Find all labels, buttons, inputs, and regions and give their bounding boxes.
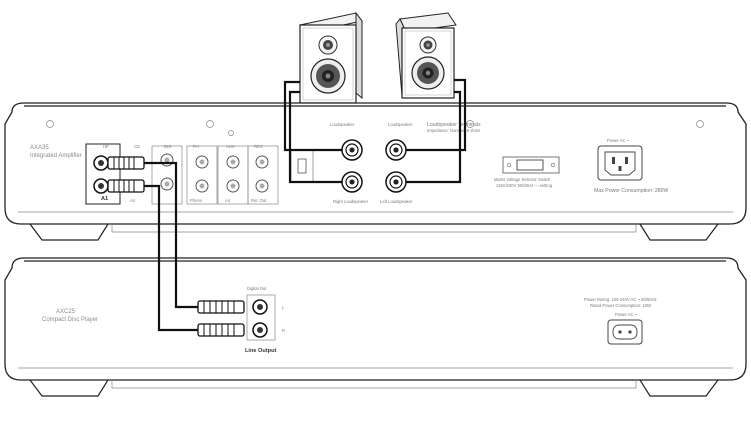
speaker-terminals-subtitle: Impedance: Nominal 8 ohms (427, 128, 480, 133)
amp-label-aux: AUX (226, 144, 235, 149)
amp-power-inlet: Power AC ~ Max Power Consumption: 280W (594, 138, 668, 194)
left-speaker (299, 11, 363, 104)
interconnect-left-cable (144, 161, 198, 309)
svg-text:Loudspeaker: Loudspeaker (330, 122, 355, 127)
cd-channel-r: R (282, 328, 285, 333)
cd-line-output-label: Line Output (245, 348, 277, 354)
left-speaker-cable-a (283, 80, 342, 152)
amp-label-ph: PH (193, 144, 199, 149)
amp-label-dig: DIG (164, 144, 171, 149)
amp-input-recout-label: Rec Out (251, 198, 267, 203)
cd-rca-sockets (252, 299, 268, 338)
amp-input-a1-label: A1 (101, 196, 108, 202)
right-loudspeaker-label: Right Loudspeaker (333, 199, 369, 204)
cd-power-inlet (607, 319, 643, 345)
cd-power-rating: Power Rating: 100-240V AC ~ 50/60Hz (584, 297, 657, 302)
amplifier-model: AXA35 (30, 145, 49, 151)
left-loudspeaker-label: Left Loudspeaker (380, 199, 413, 204)
amplifier-name: Integrated Amplifier (30, 153, 82, 159)
right-speaker-cable-b (406, 90, 462, 184)
cd-output-top-label: Digital Out (247, 286, 267, 291)
amplifier-unit: AXA35 Integrated Amplifier HP CD DIG PH … (4, 102, 747, 241)
voltage-selector: Mains Voltage Selector Switch 115V/230V … (494, 156, 560, 188)
left-speaker-cable-b (288, 90, 342, 184)
cd-standby: Rated Power Consumption: 10W (590, 303, 651, 308)
right-speaker (395, 12, 457, 99)
amp-label-hp: HP (103, 144, 109, 149)
cd-name: Compact Disc Player (42, 317, 98, 323)
amp-rca-plugs (107, 156, 145, 193)
cd-player-unit: AXC25 Compact Disc Player Digital Out L … (4, 257, 747, 397)
amp-rca-sockets (93, 153, 269, 194)
amp-label-rec: REC (254, 144, 263, 149)
interconnect-right-cable (144, 184, 198, 332)
amp-input-a4-label: A4 (225, 198, 231, 203)
amp-input-a2-label: A2 (130, 198, 136, 203)
amp-input-phono-label: Phono (190, 198, 203, 203)
cd-channel-l: L (282, 305, 285, 310)
amp-max-power: Max Power Consumption: 280W (594, 188, 668, 194)
cd-rca-plugs (197, 300, 245, 337)
cd-model: AXC25 (56, 309, 76, 315)
svg-text:Loudspeaker: Loudspeaker (388, 122, 413, 127)
speaker-terminals-title: Loudspeaker Terminals (427, 122, 481, 128)
cd-power-label: Power AC ~ (615, 312, 638, 317)
amp-label-cd: CD (134, 144, 140, 149)
amp-power-label: Power AC ~ (607, 138, 630, 143)
right-speaker-cable-a (406, 78, 467, 152)
voltage-selector-sub: 115V/230V 50/60Hz — setting (496, 183, 553, 188)
voltage-selector-label: Mains Voltage Selector Switch (494, 177, 551, 182)
cables (144, 78, 467, 332)
